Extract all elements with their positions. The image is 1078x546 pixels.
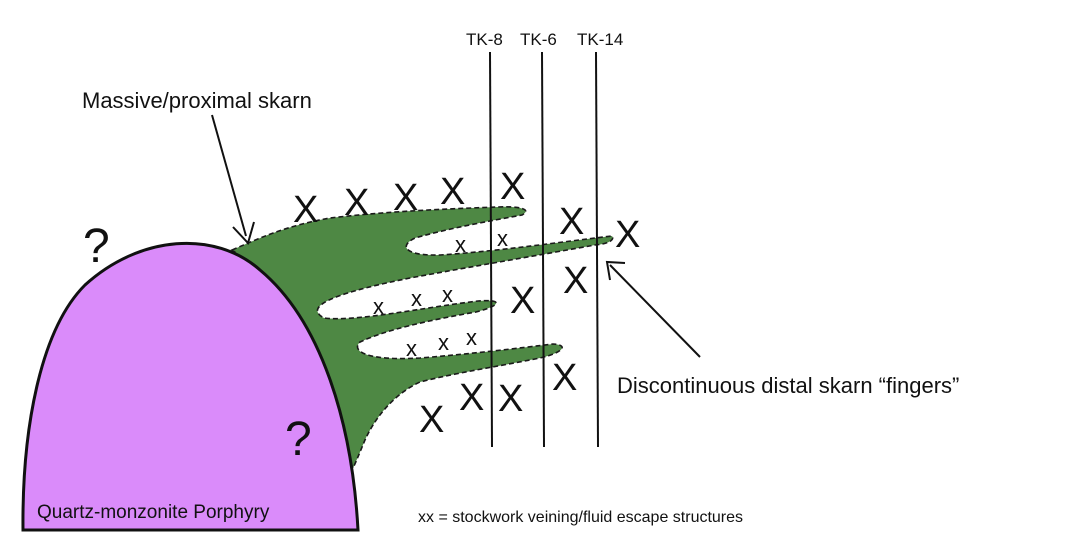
large-x-mark: X [500, 166, 525, 208]
small-x-mark: x [406, 336, 417, 361]
label-massive-skarn: Massive/proximal skarn [82, 88, 312, 113]
large-x-mark: X [559, 201, 584, 243]
large-x-mark: X [344, 182, 369, 224]
small-x-marks: x x x x x x x x [373, 226, 508, 361]
small-x-mark: x [442, 282, 453, 307]
small-x-mark: x [466, 325, 477, 350]
small-x-mark: x [373, 294, 384, 319]
arrow-distal-fingers [605, 260, 701, 358]
question-mark-right: ? [285, 413, 312, 466]
small-x-mark: x [411, 286, 422, 311]
large-x-mark: X [419, 399, 444, 441]
small-x-mark: x [497, 226, 508, 251]
large-x-mark: X [510, 280, 535, 322]
large-x-mark: X [393, 177, 418, 219]
question-mark-left: ? [83, 220, 110, 273]
large-x-mark: X [552, 357, 577, 399]
large-x-mark: X [563, 260, 588, 302]
porphyry-body [21, 241, 360, 532]
drill-label-tk-14: TK-14 [577, 30, 623, 49]
legend-stockwork: xx = stockwork veining/fluid escape stru… [418, 509, 743, 526]
label-distal-fingers: Discontinuous distal skarn “fingers” [617, 373, 959, 398]
drill-label-tk-8: TK-8 [466, 30, 503, 49]
large-x-marks: X X X X X X X X X X X X X [293, 166, 640, 441]
small-x-mark: x [455, 232, 466, 257]
large-x-mark: X [459, 377, 484, 419]
drill-line-tk-6 [541, 51, 545, 448]
label-porphyry: Quartz-monzonite Porphyry [37, 502, 270, 523]
small-x-mark: x [438, 330, 449, 355]
drill-label-tk-6: TK-6 [520, 30, 557, 49]
drill-line-tk-8 [489, 51, 493, 448]
large-x-mark: X [615, 214, 640, 256]
arrow-massive-skarn [211, 114, 255, 245]
drill-line-tk-14 [595, 51, 599, 448]
large-x-mark: X [293, 189, 318, 231]
large-x-mark: X [440, 171, 465, 213]
large-x-mark: X [498, 378, 523, 420]
